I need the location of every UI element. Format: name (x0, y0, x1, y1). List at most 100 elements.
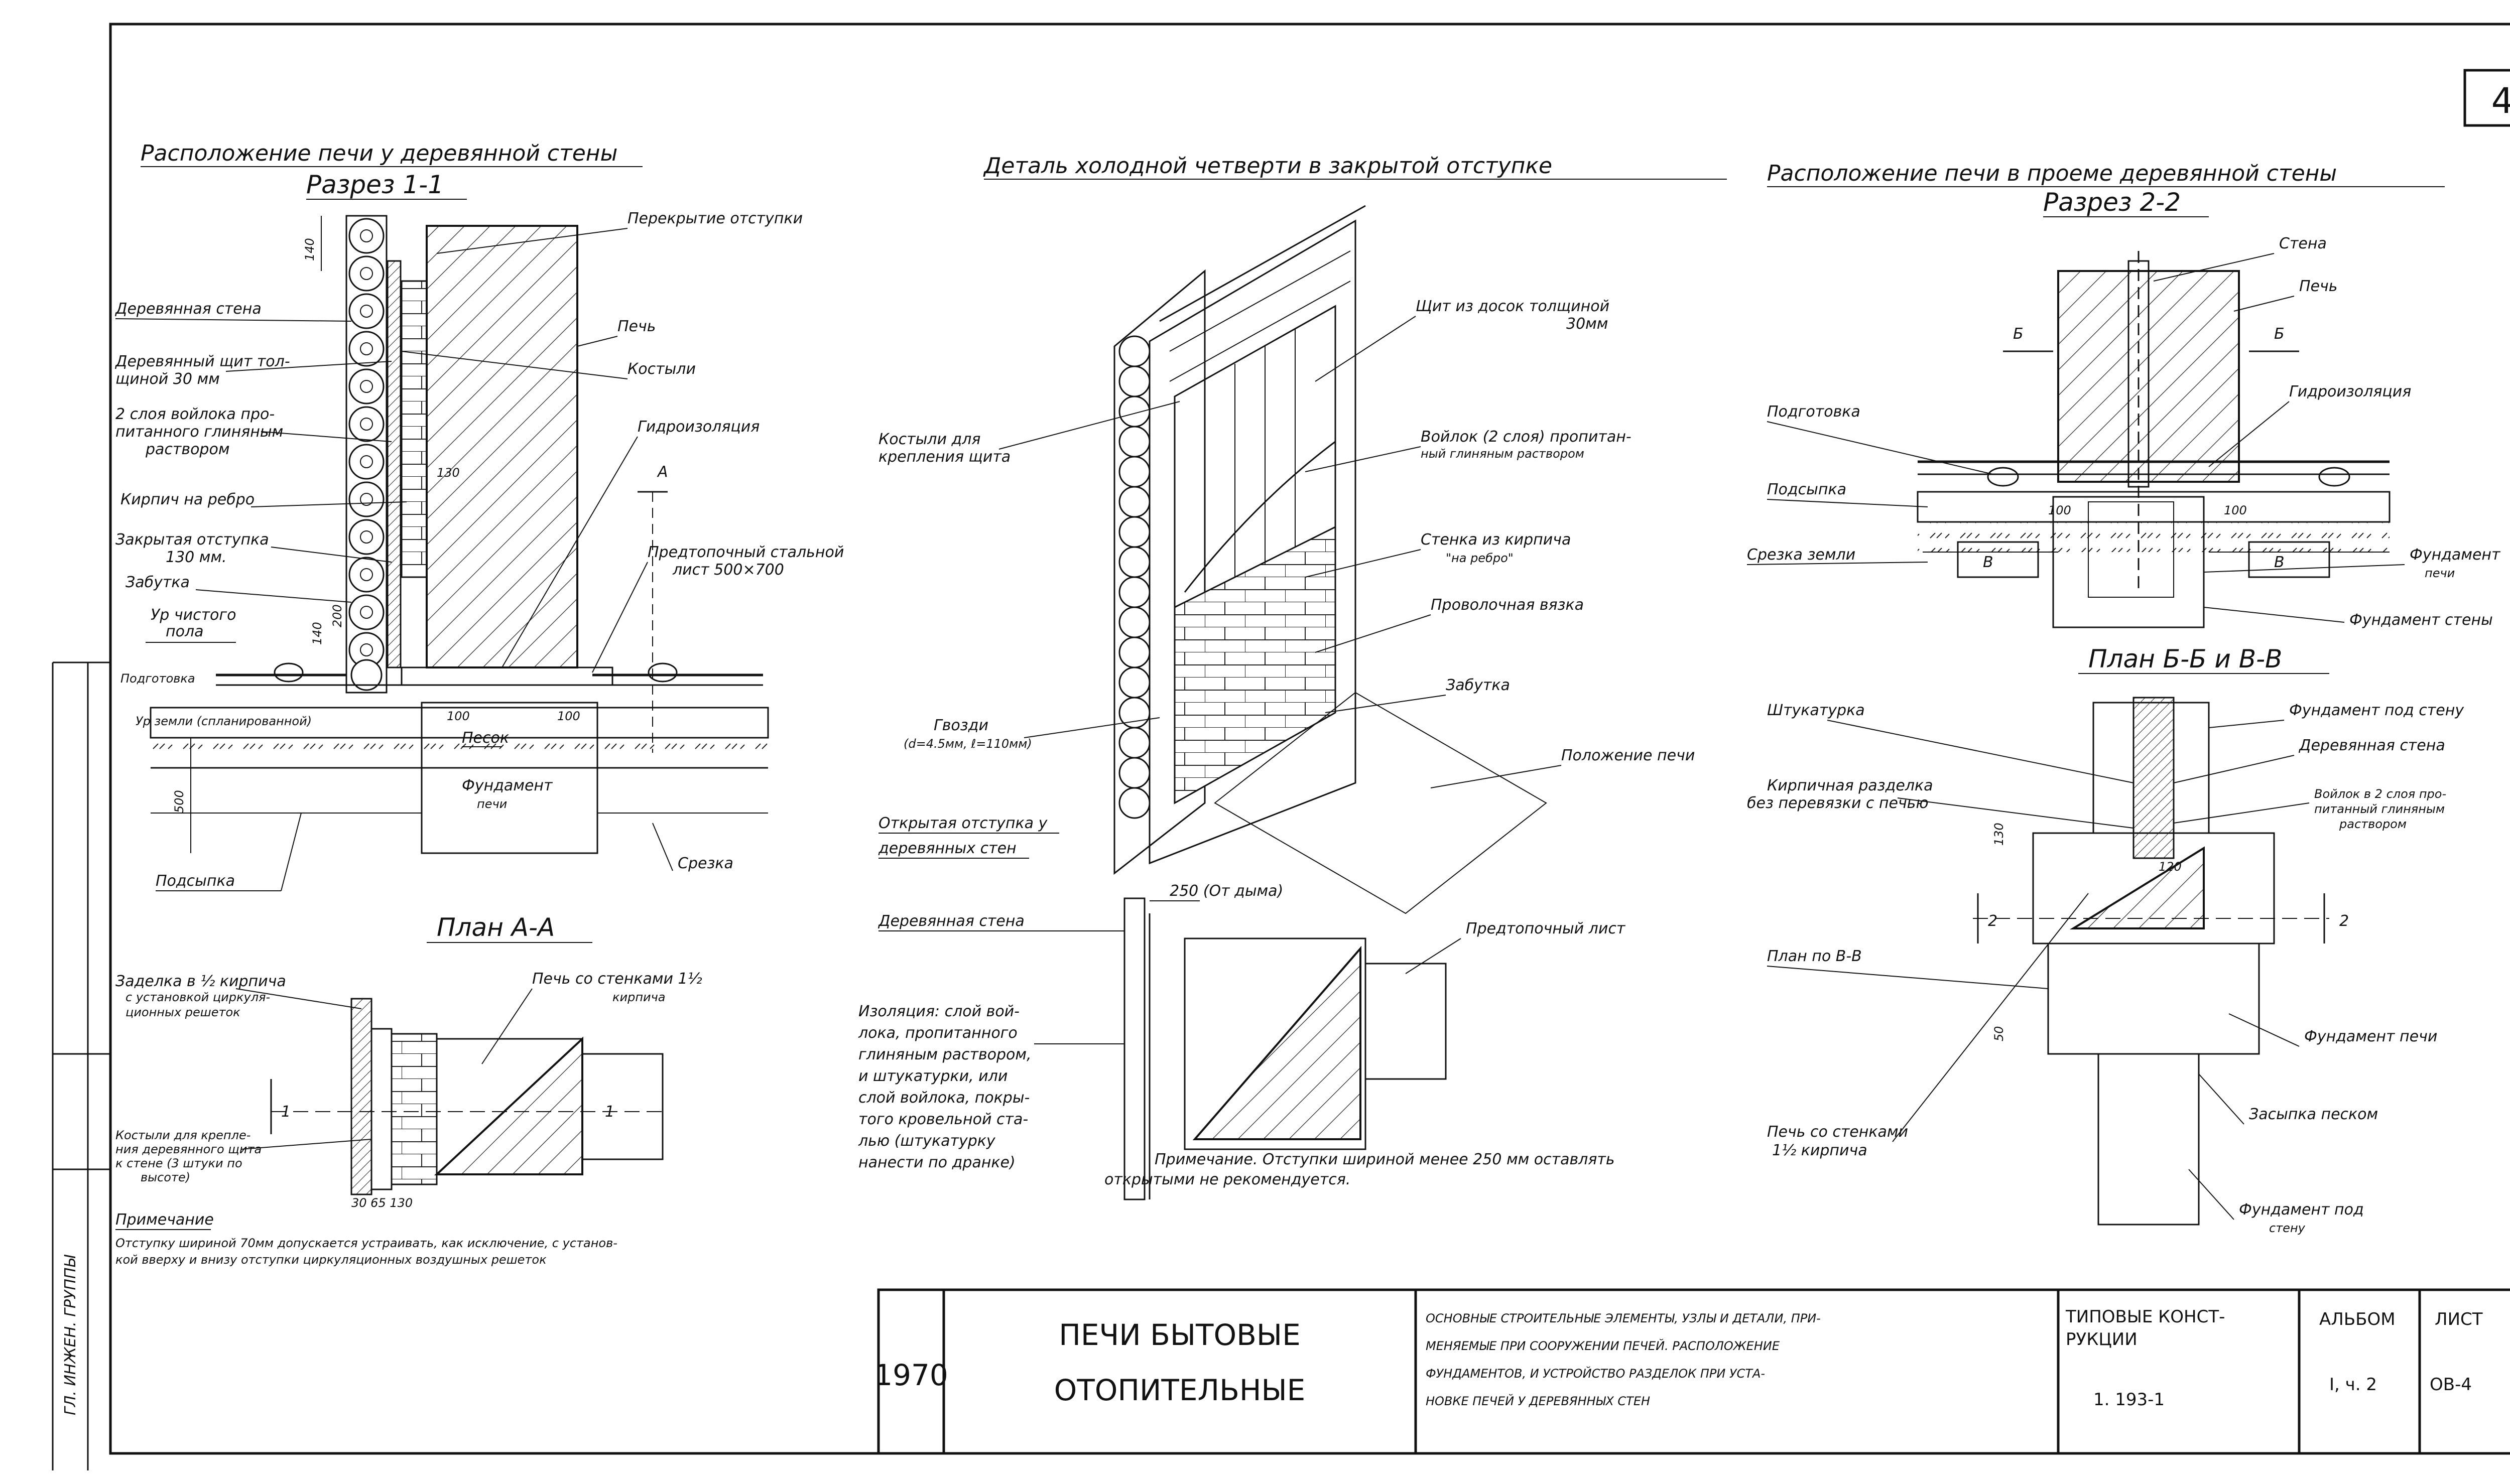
section2-foundation (2052, 496, 2205, 628)
svg-text:лист 500×700: лист 500×700 (672, 561, 784, 579)
detail-brick-wall (1174, 525, 1336, 804)
svg-text:Фундамент: Фундамент (2410, 546, 2501, 564)
label-wire: Проволочная вязка (1431, 596, 1584, 614)
open-gap-note: Примечание. Отступки шириной менее 250 м… (1155, 1151, 1615, 1168)
section-1-1: Расположение печи у деревянной стены Раз… (114, 141, 844, 891)
svg-text:Ур чистого: Ур чистого (151, 606, 236, 624)
detail-title: Деталь холодной четверти в закрытой отст… (983, 153, 1552, 179)
svg-text:Деревянная стена: Деревянная стена (877, 912, 1025, 930)
plan-b-v: План Б-Б и В-В 2 2 130 120 50 Штукатурка… (1747, 644, 2464, 1235)
svg-text:нанести по дранке): нанести по дранке) (858, 1154, 1016, 1171)
svg-text:"на ребро": "на ребро" (1446, 551, 1514, 565)
svg-text:100: 100 (2224, 503, 2247, 517)
svg-text:кой вверху и внизу отступки ци: кой вверху и внизу отступки циркуляционн… (115, 1253, 547, 1267)
svg-text:(d=4.5мм, ℓ=110мм): (d=4.5мм, ℓ=110мм) (904, 737, 1032, 751)
svg-text:Фундамент под стену: Фундамент под стену (2289, 702, 2464, 719)
title-name-1: ПЕЧИ БЫТОВЫЕ (1059, 1318, 1301, 1352)
svg-text:Засыпка песком: Засыпка песком (2249, 1106, 2378, 1123)
svg-text:Заделка в ½ кирпича: Заделка в ½ кирпича (115, 973, 286, 990)
svg-text:500: 500 (172, 790, 186, 813)
svg-text:Стенка из кирпича: Стенка из кирпича (1421, 531, 1571, 549)
label-crutches: Костыли (628, 360, 696, 378)
note-left: Примечание Отступку шириной 70мм допуска… (115, 1211, 617, 1267)
svg-text:ОСНОВНЫЕ СТРОИТЕЛЬНЫЕ ЭЛЕМЕНТЫ: ОСНОВНЫЕ СТРОИТЕЛЬНЫЕ ЭЛЕМЕНТЫ, УЗЛЫ И Д… (1426, 1311, 1821, 1325)
svg-text:ЛИСТ: ЛИСТ (2435, 1309, 2483, 1329)
svg-text:пола: пола (166, 623, 204, 640)
svg-text:1: 1 (281, 1103, 291, 1121)
label-wood-wall: Деревянная стена (114, 300, 262, 318)
label-cut: Срезка (678, 855, 733, 872)
label-brick-edge: Кирпич на ребро (120, 491, 255, 508)
svg-text:Печь: Печь (2299, 278, 2337, 295)
svg-text:АЛЬБОМ: АЛЬБОМ (2319, 1309, 2396, 1329)
plan-a-a: План А-А 1 1 30 65 130 Заделка в ½ кирпи… (115, 913, 702, 1210)
svg-text:140: 140 (310, 622, 324, 645)
label-filling: Забутка (126, 574, 190, 591)
stove-foundation (421, 702, 598, 854)
svg-text:30мм: 30мм (1566, 315, 1608, 333)
svg-text:200: 200 (330, 604, 344, 627)
title-series-number: 1. 193-1 (2093, 1390, 2165, 1410)
note-left-title: Примечание (115, 1211, 214, 1229)
svg-text:крепления щита: крепления щита (878, 448, 1011, 466)
svg-text:План по В-В: План по В-В (1767, 948, 1862, 965)
svg-text:того кровельной ста-: того кровельной ста- (858, 1111, 1028, 1128)
svg-text:100: 100 (2048, 503, 2071, 517)
svg-text:Кирпичная разделка: Кирпичная разделка (1767, 777, 1933, 794)
svg-text:глиняным раствором,: глиняным раствором, (858, 1046, 1032, 1063)
section2-subtitle: Разрез 2-2 (2043, 188, 2181, 217)
svg-text:2 слоя войлока про-: 2 слоя войлока про- (115, 406, 275, 423)
svg-text:Подсыпка: Подсыпка (1767, 481, 1846, 498)
detail-logs (1118, 335, 1151, 819)
svg-text:Фундамент под: Фундамент под (2239, 1201, 2364, 1219)
svg-text:Печь со стенками 1½: Печь со стенками 1½ (532, 970, 702, 988)
title-block: 1970 ПЕЧИ БЫТОВЫЕ ОТОПИТЕЛЬНЫЕ ОСНОВНЫЕ … (874, 1288, 2510, 1455)
label-stove: Печь (617, 318, 656, 335)
svg-text:Печь со стенками: Печь со стенками (1767, 1123, 1908, 1141)
section1-title: Расположение печи у деревянной стены (141, 141, 617, 166)
planBV-title: План Б-Б и В-В (2088, 644, 2282, 673)
svg-text:Предтопочный лист: Предтопочный лист (1466, 920, 1626, 937)
svg-text:без перевязки с печью: без перевязки с печью (1747, 794, 1929, 812)
svg-text:1: 1 (605, 1103, 614, 1121)
svg-text:стену: стену (2269, 1221, 2306, 1235)
svg-text:высоте): высоте) (141, 1170, 190, 1184)
svg-text:слой войлока, покры-: слой войлока, покры- (858, 1089, 1030, 1107)
svg-text:Закрытая отступка: Закрытая отступка (115, 531, 269, 549)
svg-text:Деревянная стена: Деревянная стена (2298, 737, 2445, 754)
plan-wood-wall (2132, 697, 2175, 859)
section-mark-a: А (657, 463, 668, 481)
label-overlap: Перекрытие отступки (628, 210, 803, 227)
svg-text:Фундамент: Фундамент (462, 777, 553, 794)
svg-text:Войлок (2 слоя) пропитан-: Войлок (2 слоя) пропитан- (1421, 428, 1632, 446)
svg-text:РУКЦИИ: РУКЦИИ (2066, 1329, 2138, 1350)
svg-text:Деревянный щит тол-: Деревянный щит тол- (114, 353, 290, 370)
svg-text:2: 2 (1988, 912, 1997, 930)
plan-stove-foundation (2047, 942, 2260, 1055)
detail-cold-quarter: Деталь холодной четверти в закрытой отст… (878, 153, 1727, 914)
label-preparation: Подготовка (120, 671, 195, 686)
label-sand: Песок (462, 729, 509, 747)
svg-text:печи: печи (477, 797, 507, 811)
svg-text:раствором: раствором (145, 441, 229, 458)
open-gap-dim: 250 (От дыма) (1170, 882, 1283, 900)
svg-text:раствором: раствором (2339, 817, 2407, 831)
svg-text:Б: Б (2274, 325, 2285, 343)
svg-text:50: 50 (1992, 1026, 2006, 1041)
svg-text:Открытая отступка у: Открытая отступка у (878, 815, 1048, 832)
svg-text:130: 130 (1992, 823, 2006, 846)
svg-text:Подготовка: Подготовка (1767, 403, 1860, 421)
svg-text:Стена: Стена (2279, 235, 2327, 252)
svg-text:кирпича: кирпича (612, 990, 666, 1004)
label-ground-level: Ур земли (спланированной) (136, 714, 312, 728)
svg-text:Положение печи: Положение печи (1561, 747, 1695, 764)
svg-text:деревянных стен: деревянных стен (878, 840, 1017, 857)
svg-text:открытыми не рекомендуется.: открытыми не рекомендуется. (1104, 1171, 1350, 1188)
svg-text:1½ кирпича: 1½ кирпича (1772, 1142, 1867, 1159)
svg-text:Костыли для: Костыли для (878, 431, 980, 448)
svg-text:питанного глиняным: питанного глиняным (115, 423, 283, 441)
svg-text:печи: печи (2425, 566, 2455, 580)
log-wall (345, 215, 388, 694)
open-gap: Открытая отступка у деревянных стен Дере… (858, 815, 1626, 1200)
svg-text:Штукатурка: Штукатурка (1767, 702, 1865, 719)
